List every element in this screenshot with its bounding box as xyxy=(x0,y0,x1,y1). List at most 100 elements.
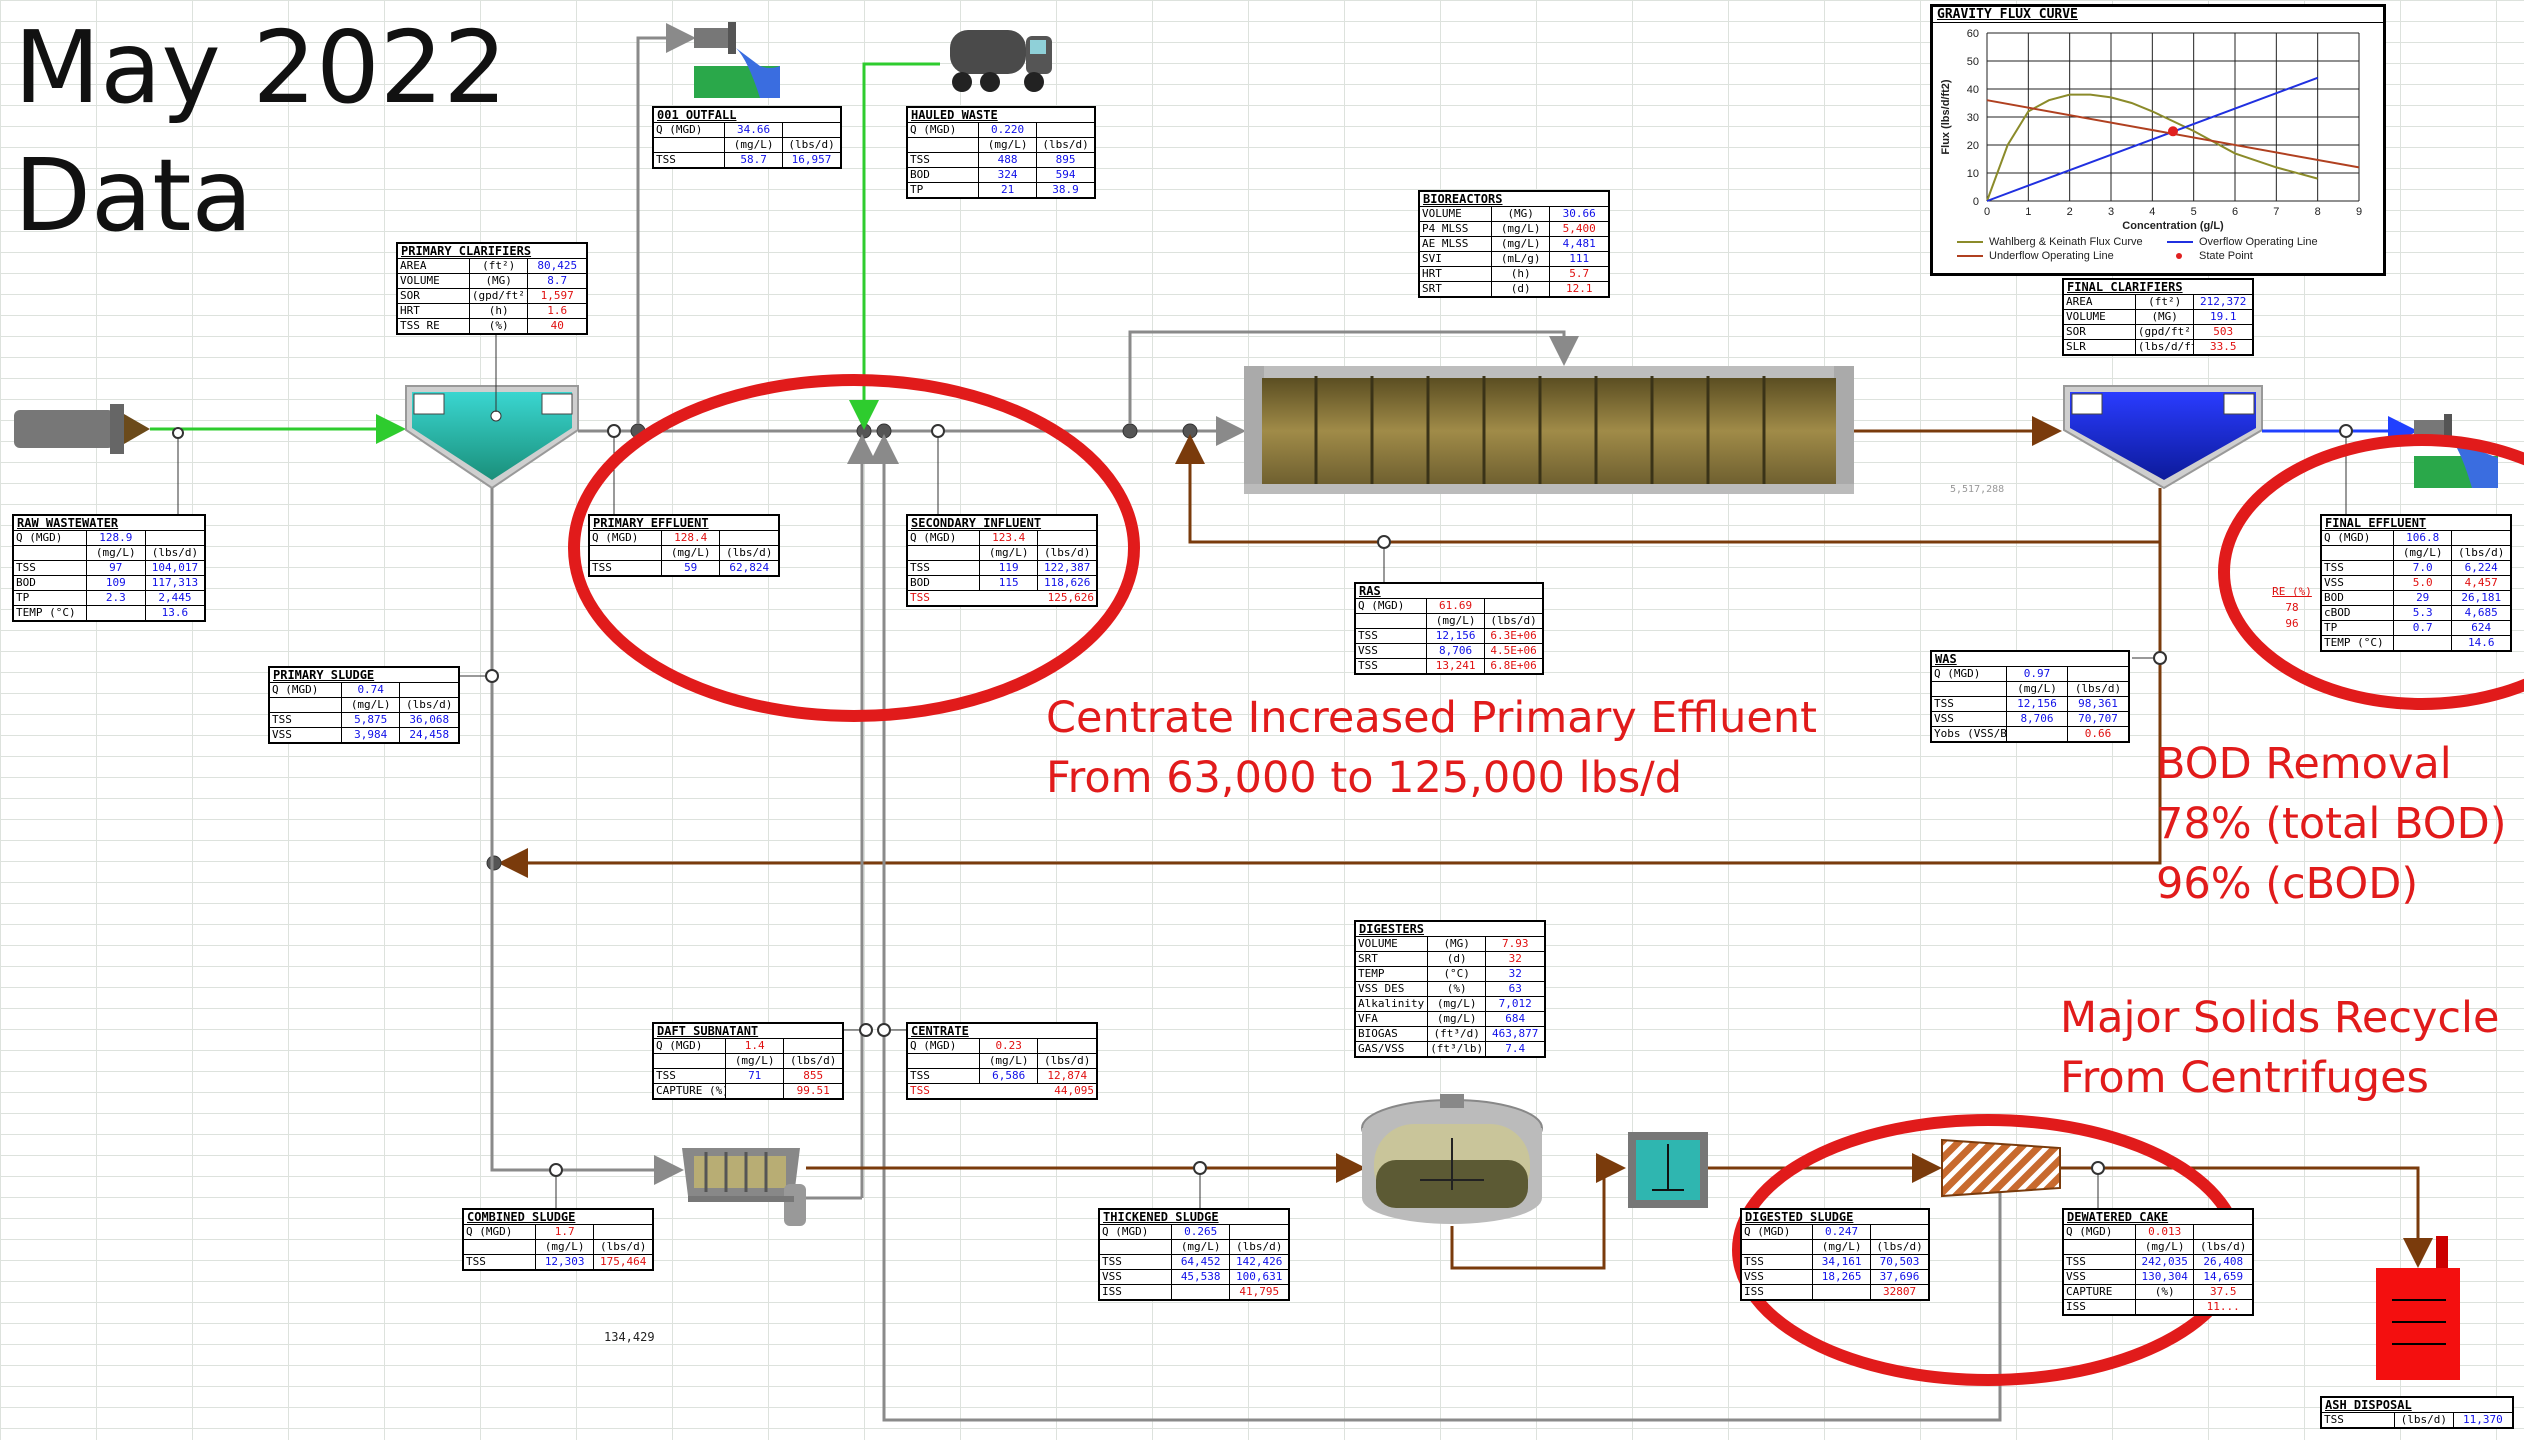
table-row: Q (MGD)128.4 xyxy=(590,531,778,546)
centrate-annotation: Centrate Increased Primary Effluent From… xyxy=(1046,688,1817,808)
table-cell: (lbs/d) xyxy=(1038,1054,1096,1068)
table-cell xyxy=(1100,1240,1172,1254)
table-cell: 4,481 xyxy=(1550,237,1608,251)
table-cell: VOLUME xyxy=(1420,207,1492,221)
table-cell xyxy=(590,546,662,560)
table-row: (mg/L)(lbs/d) xyxy=(14,546,204,561)
table-cell: TEMP (°C) xyxy=(2322,636,2394,650)
table-cell: 104,017 xyxy=(146,561,204,575)
table-cell: 7.93 xyxy=(1486,937,1544,951)
table-cell: 4.5E+06 xyxy=(1485,644,1542,658)
table-row: Q (MGD)106.8 xyxy=(2322,531,2510,546)
table-row: SRT(d)12.1 xyxy=(1420,282,1608,296)
bioreactors-table: BIOREACTORSVOLUME(MG)30.66P4 MLSS(mg/L)5… xyxy=(1418,190,1610,298)
x-tick-label: 5 xyxy=(2191,206,2197,218)
bioreactor-tanks-icon xyxy=(1244,366,1854,494)
table-title: PRIMARY CLARIFIERS xyxy=(398,244,586,259)
secondary-influent-table: SECONDARY INFLUENTQ (MGD)123.4(mg/L)(lbs… xyxy=(906,514,1098,607)
table-title: WAS xyxy=(1932,652,2128,667)
table-row: (mg/L)(lbs/d) xyxy=(1932,682,2128,697)
table-cell: 684 xyxy=(1486,1012,1544,1026)
dewatered-cake-table: DEWATERED CAKEQ (MGD)0.013(mg/L)(lbs/d)T… xyxy=(2062,1208,2254,1316)
table-cell: 38.9 xyxy=(1037,183,1094,197)
table-cell: 12.1 xyxy=(1550,282,1608,296)
table-cell: 24,458 xyxy=(400,728,458,742)
table-cell: 33.5 xyxy=(2194,340,2252,354)
table-row: (mg/L)(lbs/d) xyxy=(908,138,1094,153)
table-cell: VSS xyxy=(2064,1270,2136,1284)
table-cell: (°C) xyxy=(1428,967,1487,981)
table-row: TSS RE(%)40 xyxy=(398,319,586,333)
table-row: VSS45,538100,631 xyxy=(1100,1270,1288,1285)
table-row: VSS18,26537,696 xyxy=(1742,1270,1928,1285)
table-cell: 59 xyxy=(662,561,721,575)
influent-pipe-icon xyxy=(14,404,150,454)
table-cell: 0.247 xyxy=(1813,1225,1871,1239)
table-cell: 3,984 xyxy=(342,728,401,742)
table-cell: 109 xyxy=(87,576,146,590)
table-cell: TSS xyxy=(654,153,725,167)
table-cell: 0.013 xyxy=(2136,1225,2195,1239)
table-cell: 4,457 xyxy=(2452,576,2510,590)
legend-label: Underflow Operating Line xyxy=(1989,250,2114,262)
table-cell: 14,659 xyxy=(2194,1270,2252,1284)
table-cell: 26,181 xyxy=(2452,591,2510,605)
table-cell: (lbs/d) xyxy=(2452,546,2510,560)
table-cell xyxy=(464,1240,536,1254)
table-cell: (lbs/d) xyxy=(1871,1240,1928,1254)
table-cell xyxy=(726,1084,785,1098)
table-row: TSS6,58612,874 xyxy=(908,1069,1096,1084)
table-cell: (%) xyxy=(2136,1285,2195,1299)
table-cell: 855 xyxy=(784,1069,842,1083)
table-cell: ISS xyxy=(2064,1300,2136,1314)
table-title: BIOREACTORS xyxy=(1420,192,1608,207)
table-row: TSS12,15698,361 xyxy=(1932,697,2128,712)
table-row: BOD109117,313 xyxy=(14,576,204,591)
hauled-waste-truck-icon xyxy=(950,30,1052,92)
table-cell: (mg/L) xyxy=(980,1054,1039,1068)
y-tick-label: 40 xyxy=(1967,84,1979,96)
table-cell xyxy=(1038,531,1096,545)
table-cell: (ft³/lb) xyxy=(1428,1042,1487,1056)
table-row: (mg/L)(lbs/d) xyxy=(2064,1240,2252,1255)
table-cell: 0.74 xyxy=(342,683,401,697)
table-cell: (mg/L) xyxy=(725,138,783,152)
table-cell: 19.1 xyxy=(2194,310,2252,324)
table-cell: SVI xyxy=(1420,252,1492,266)
table-cell: TSS xyxy=(1932,697,2007,711)
table-row: TSS119122,387 xyxy=(908,561,1096,576)
table-cell: (mg/L) xyxy=(342,698,401,712)
table-cell: 895 xyxy=(1037,153,1094,167)
y-tick-label: 20 xyxy=(1967,140,1979,152)
table-row: TSS488895 xyxy=(908,153,1094,168)
table-cell: 7,012 xyxy=(1486,997,1544,1011)
outfall-table: 001 OUTFALLQ (MGD)34.66(mg/L)(lbs/d)TSS5… xyxy=(652,106,842,169)
table-cell: BOD xyxy=(14,576,87,590)
table-cell: 44,095 xyxy=(1012,1084,1096,1098)
table-cell xyxy=(654,138,725,152)
x-tick-label: 8 xyxy=(2315,206,2321,218)
table-cell: (mg/L) xyxy=(662,546,721,560)
table-cell: 36,068 xyxy=(400,713,458,727)
table-cell: 62,824 xyxy=(720,561,778,575)
table-row: VOLUME(MG)7.93 xyxy=(1356,937,1544,952)
table-row: (mg/L)(lbs/d) xyxy=(2322,546,2510,561)
table-cell xyxy=(1038,1039,1096,1053)
table-cell: 70,503 xyxy=(1871,1255,1928,1269)
table-row: (mg/L)(lbs/d) xyxy=(270,698,458,713)
table-cell xyxy=(1037,123,1094,137)
flux-chart-title: GRAVITY FLUX CURVE xyxy=(1933,7,2383,23)
table-cell: (gpd/ft²) xyxy=(470,289,529,303)
table-title: DIGESTERS xyxy=(1356,922,1544,937)
table-title: RAW WASTEWATER xyxy=(14,516,204,531)
table-title: 001 OUTFALL xyxy=(654,108,840,123)
table-cell xyxy=(87,606,146,620)
table-cell: TSS xyxy=(2322,561,2394,575)
table-cell: 5,875 xyxy=(342,713,401,727)
table-cell xyxy=(783,123,840,137)
combined-sludge-table: COMBINED SLUDGEQ (MGD)1.7(mg/L)(lbs/d)TS… xyxy=(462,1208,654,1271)
table-cell: 99.51 xyxy=(784,1084,842,1098)
x-axis-label: Concentration (g/L) xyxy=(2122,220,2224,232)
